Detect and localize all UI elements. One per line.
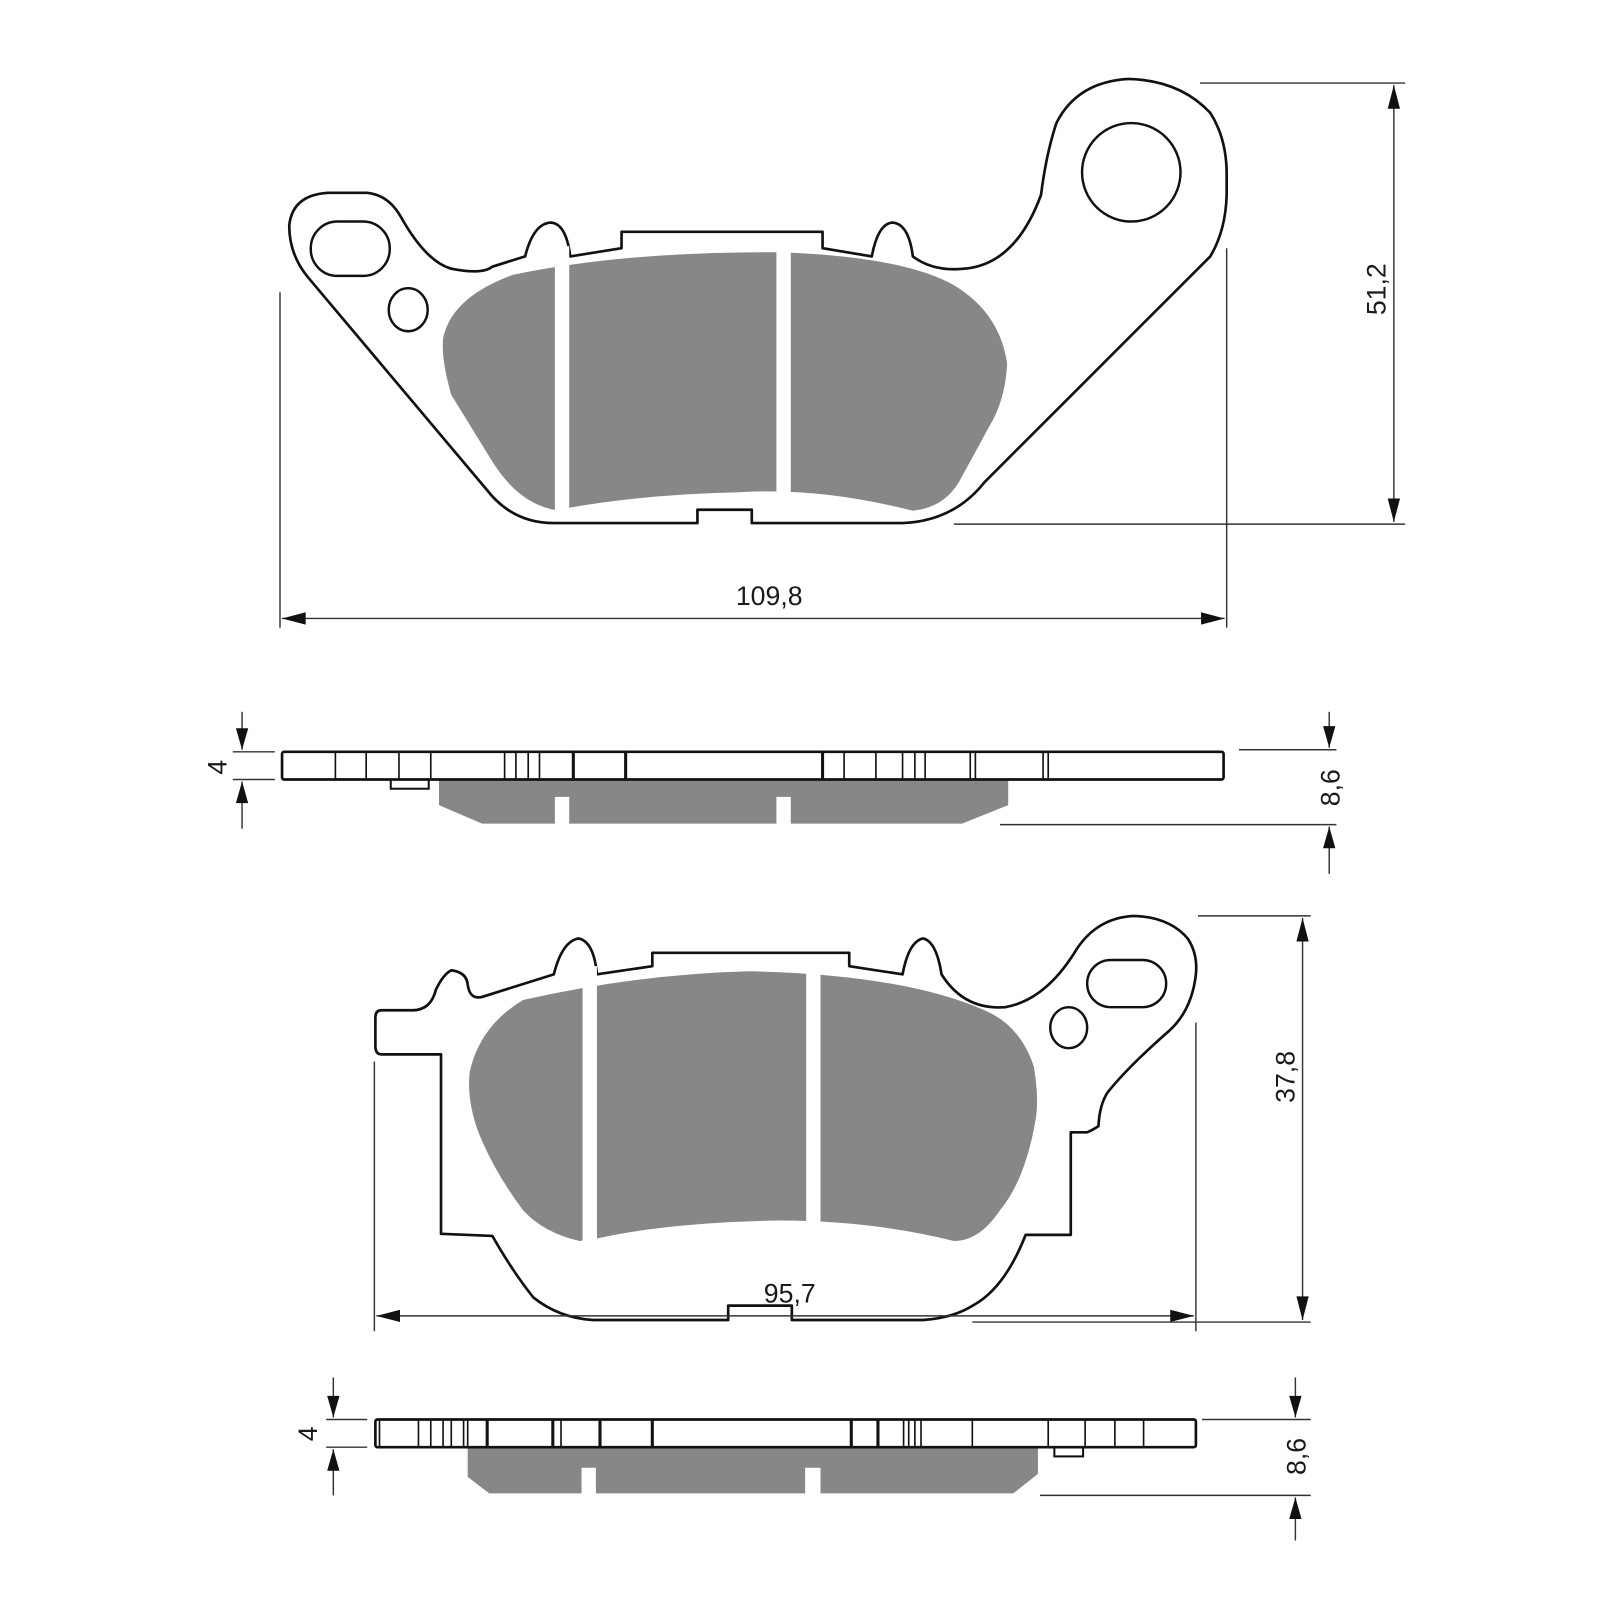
retaining-clip — [389, 778, 430, 790]
side-backplate — [280, 750, 1225, 781]
pad-1-height-label: 51,2 — [1362, 263, 1392, 315]
pad-1-total-thickness-label: 8,6 — [1315, 769, 1345, 806]
arrow-up-icon — [1296, 917, 1309, 942]
side-backplate — [374, 1418, 1198, 1449]
arrow-down-icon — [327, 1395, 340, 1418]
pad-1-width-label: 109,8 — [736, 581, 803, 611]
arrow-down-icon — [235, 728, 249, 750]
friction-material — [442, 252, 1008, 511]
friction-material — [469, 971, 1038, 1242]
arrow-down-icon — [1323, 726, 1336, 748]
arrow-down-icon — [1289, 1395, 1302, 1418]
pad-1-side-view: 4 8,6 — [203, 711, 1345, 874]
arrow-up-icon — [235, 781, 249, 804]
pad-2-side-view: 4 8,6 — [293, 1377, 1312, 1541]
friction-groove-2 — [806, 966, 821, 1246]
slot-hole — [1085, 958, 1168, 1009]
pad-2-front-view: 95,7 37,8 — [373, 914, 1311, 1332]
arrow-right-icon — [1170, 1309, 1194, 1323]
pin-hole-small — [387, 286, 429, 333]
pad-1-front-view: 109,8 51,2 — [279, 77, 1406, 628]
arrow-up-icon — [327, 1449, 340, 1471]
pin-hole-small — [1049, 1005, 1089, 1050]
pad-2-backplate-thickness-label: 4 — [293, 1426, 323, 1441]
side-friction — [438, 779, 1009, 824]
arrow-left-icon — [282, 612, 306, 625]
arrow-right-icon — [1201, 612, 1225, 625]
arrow-down-icon — [1296, 1296, 1309, 1320]
pad-1-backplate-thickness-label: 4 — [203, 760, 233, 775]
arrow-up-icon — [1323, 826, 1336, 849]
side-friction — [467, 1447, 1038, 1494]
arrow-up-icon — [1387, 85, 1400, 109]
friction-groove-2 — [776, 246, 791, 518]
pad-2-width-label: 95,7 — [764, 1279, 816, 1309]
retaining-clip — [1053, 1446, 1085, 1458]
backplate-segments — [334, 751, 1050, 780]
pad-2-total-thickness-label: 8,6 — [1282, 1438, 1312, 1475]
pin-hole-large — [1080, 121, 1182, 223]
backplate-segments — [378, 1419, 1145, 1448]
arrow-up-icon — [1289, 1497, 1302, 1519]
arrow-down-icon — [1387, 498, 1400, 523]
pad-2-height-label: 37,8 — [1270, 1051, 1300, 1103]
arrow-left-icon — [376, 1309, 400, 1323]
friction-groove-1 — [554, 246, 570, 518]
friction-groove-1 — [582, 966, 597, 1246]
slot-hole — [309, 220, 391, 278]
